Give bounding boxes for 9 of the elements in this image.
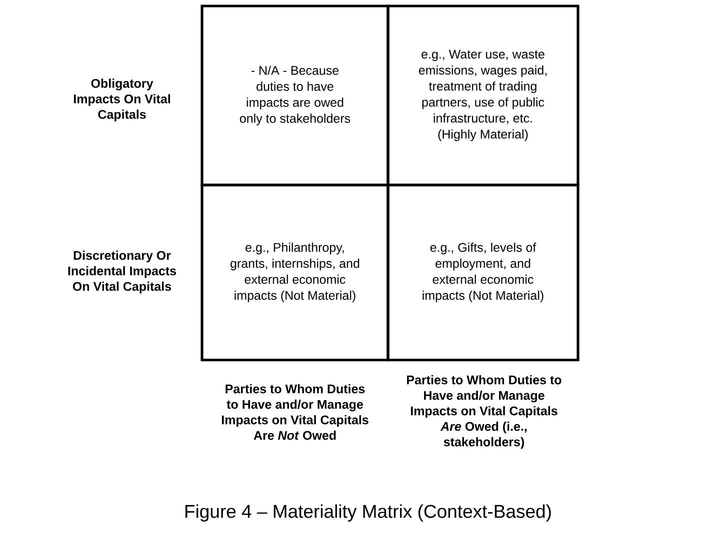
matrix-cell: e.g., Water use, waste emissions, wages paid, treatment of trading partners, use of public infrastructure, etc. (Highly Material) (386, 4, 580, 186)
matrix-cell: e.g., Gifts, levels of employment, and external economic impacts (Not Material) (386, 184, 580, 362)
row-heading: Discretionary Or Incidental Impacts On Vital Capitals (68, 250, 176, 294)
caption: Figure 4 – Materiality Matrix (Context-Based) (186, 504, 551, 522)
matrix-cell: e.g., Philanthropy, grants, internships, and external economic impacts (Not Material) (200, 184, 390, 362)
column-heading: Parties to Whom Duties to Have and/or Manage Impacts on Vital Capitals Are Not Owed (222, 384, 368, 440)
matrix-cell: - N/A - Because duties to have impacts are owed only to stakeholders (200, 4, 390, 186)
row-heading: Obligatory Impacts On Vital Capitals (74, 78, 170, 122)
column-heading: Parties to Whom Duties to Have and/or Manage Impacts on Vital Capitals Are Owed (i.e., stakeholders) (407, 375, 562, 449)
